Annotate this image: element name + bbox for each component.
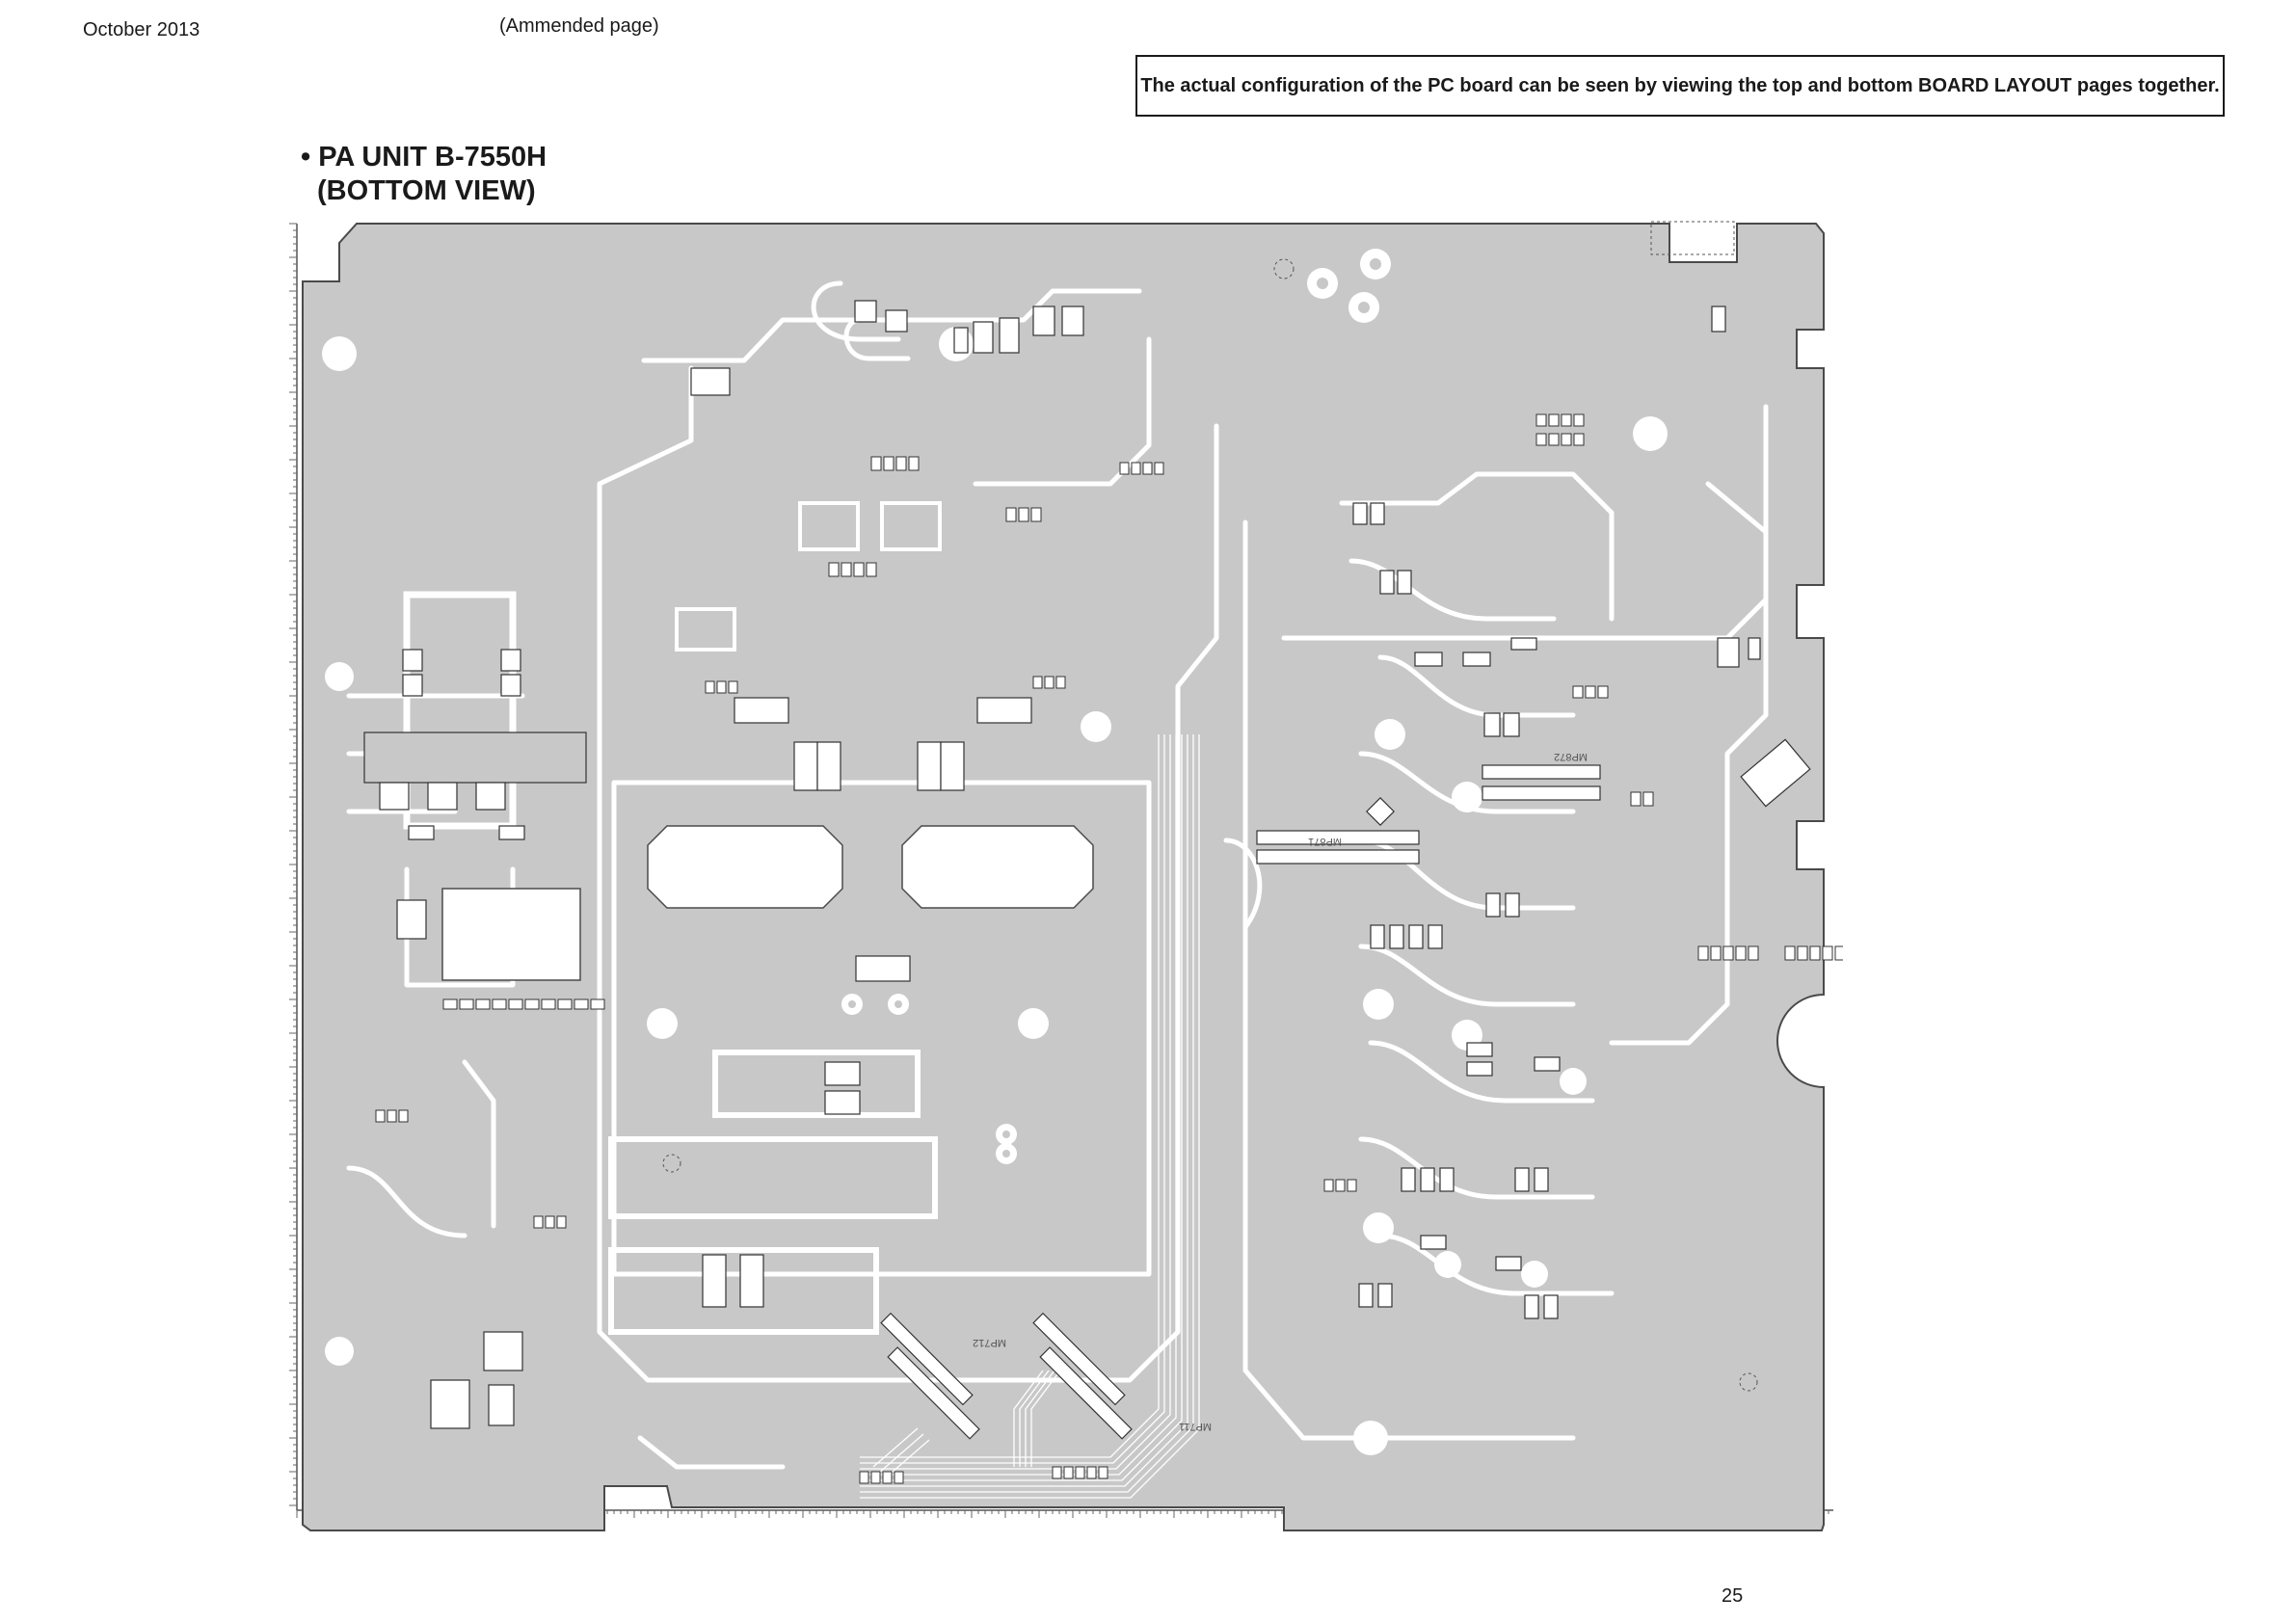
mp872-label: MP872 — [1554, 751, 1588, 762]
layout-note-box: The actual configuration of the PC board… — [1135, 55, 2225, 117]
mp871-label: MP871 — [1308, 836, 1342, 847]
layout-note-text: The actual configuration of the PC board… — [1140, 75, 2219, 97]
mp711-label: MP711 — [1179, 1421, 1212, 1432]
amended-label: (Ammended page) — [499, 15, 659, 38]
page-title: • PA UNIT B-7550H (BOTTOM VIEW) — [301, 141, 547, 208]
pcb-board-drawing: MP871 MP872 MP712 MP711 — [281, 214, 1843, 1534]
page-number: 25 — [1722, 1585, 1743, 1608]
mp712-label: MP712 — [973, 1337, 1006, 1348]
date-label: October 2013 — [83, 19, 200, 41]
title-line-1: • PA UNIT B-7550H — [301, 141, 547, 174]
title-line-2: (BOTTOM VIEW) — [301, 174, 547, 208]
